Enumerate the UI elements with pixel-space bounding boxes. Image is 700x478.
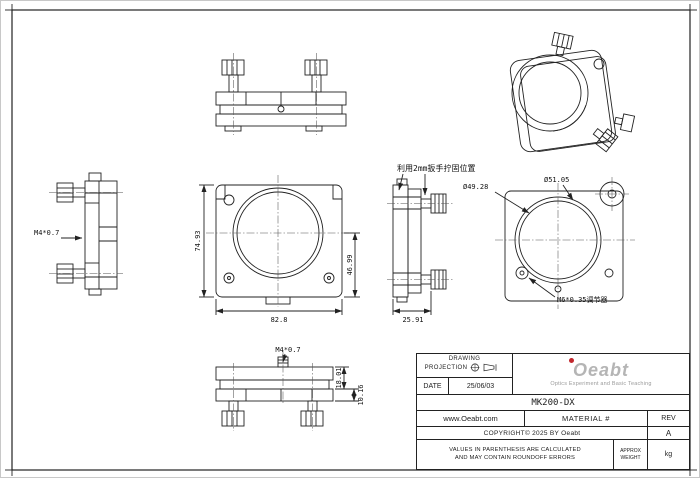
adjuster-note-label: M6*0.35调节器: [557, 295, 608, 304]
dim-overall-height: 74.93: [194, 230, 202, 251]
iso-top-knob: [551, 31, 574, 57]
material-label: MATERIAL #: [562, 414, 610, 423]
title-block: DRAWING PROJECTION DATE 25/06/03: [416, 353, 690, 470]
dim-bore-label: Ø49.28: [463, 183, 488, 191]
dim-overall-width: 82.8: [271, 316, 288, 324]
logo-cell: Oeabt Optics Experiment and Basic Teachi…: [513, 354, 689, 394]
weight-label-line2: WEIGHT: [620, 454, 641, 461]
isometric-view: [509, 31, 636, 153]
dim-side-depth: 25.91: [402, 316, 423, 324]
part-number: MK200-DX: [417, 394, 689, 410]
bottom-thread-label: M4*0.7: [275, 346, 300, 354]
date-value: 25/06/03: [466, 382, 495, 390]
wrench-note: 利用2mm扳手拧固位置: [397, 163, 475, 173]
weight-label-line1: APPROX: [620, 448, 641, 454]
dim-bottom-inner: 10.16: [357, 384, 365, 405]
logo-tagline: Optics Experiment and Basic Teaching: [550, 381, 652, 387]
projection-cell: DRAWING PROJECTION: [417, 354, 512, 378]
right-side-view: 25.91 利用2mm扳手拧固位置: [387, 163, 475, 324]
weight-unit: kg: [647, 440, 689, 469]
top-view: [215, 53, 347, 135]
projection-label-line1: DRAWING: [448, 356, 481, 362]
copyright: COPYRIGHT© 2025 BY Oeabt: [483, 429, 581, 437]
logo-accent-icon: [569, 358, 574, 363]
disclaimer: VALUES IN PARENTHESIS ARE CALCULATED AND…: [417, 440, 613, 469]
front-view: [206, 175, 351, 307]
projection-label-line2: PROJECTION: [424, 364, 468, 371]
date-label: DATE: [417, 378, 449, 394]
disclaimer-line2: AND MAY CONTAIN ROUNDOFF ERRORS: [454, 454, 576, 461]
front-view-dimensions: 74.93 46.99 82.8: [194, 184, 360, 324]
left-thread-label: M4*0.7: [34, 229, 59, 237]
rev-value: A: [647, 427, 689, 439]
back-view: Ø49.28 Ø51.05 M6*0.35调节器: [463, 176, 635, 309]
sheet-border: [5, 4, 697, 476]
dim-center-height: 46.99: [346, 254, 354, 275]
iso-bottom-knob: [592, 127, 619, 153]
rev-label: REV: [647, 411, 689, 426]
bottom-view: M4*0.7 18.01 10.16: [215, 346, 365, 431]
dim-outer-label: Ø51.05: [544, 176, 569, 184]
disclaimer-line1: VALUES IN PARENTHESIS ARE CALCULATED: [449, 446, 581, 453]
logo-text: Oeabt: [572, 360, 629, 380]
dim-bottom-outer: 18.01: [335, 367, 343, 388]
website: www.Oeabt.com: [417, 411, 525, 426]
projection-symbol-icon: [470, 363, 497, 372]
weight-label: APPROX WEIGHT: [613, 440, 647, 469]
iso-side-knob: [614, 113, 636, 133]
left-side-view: M4*0.7: [34, 172, 123, 296]
